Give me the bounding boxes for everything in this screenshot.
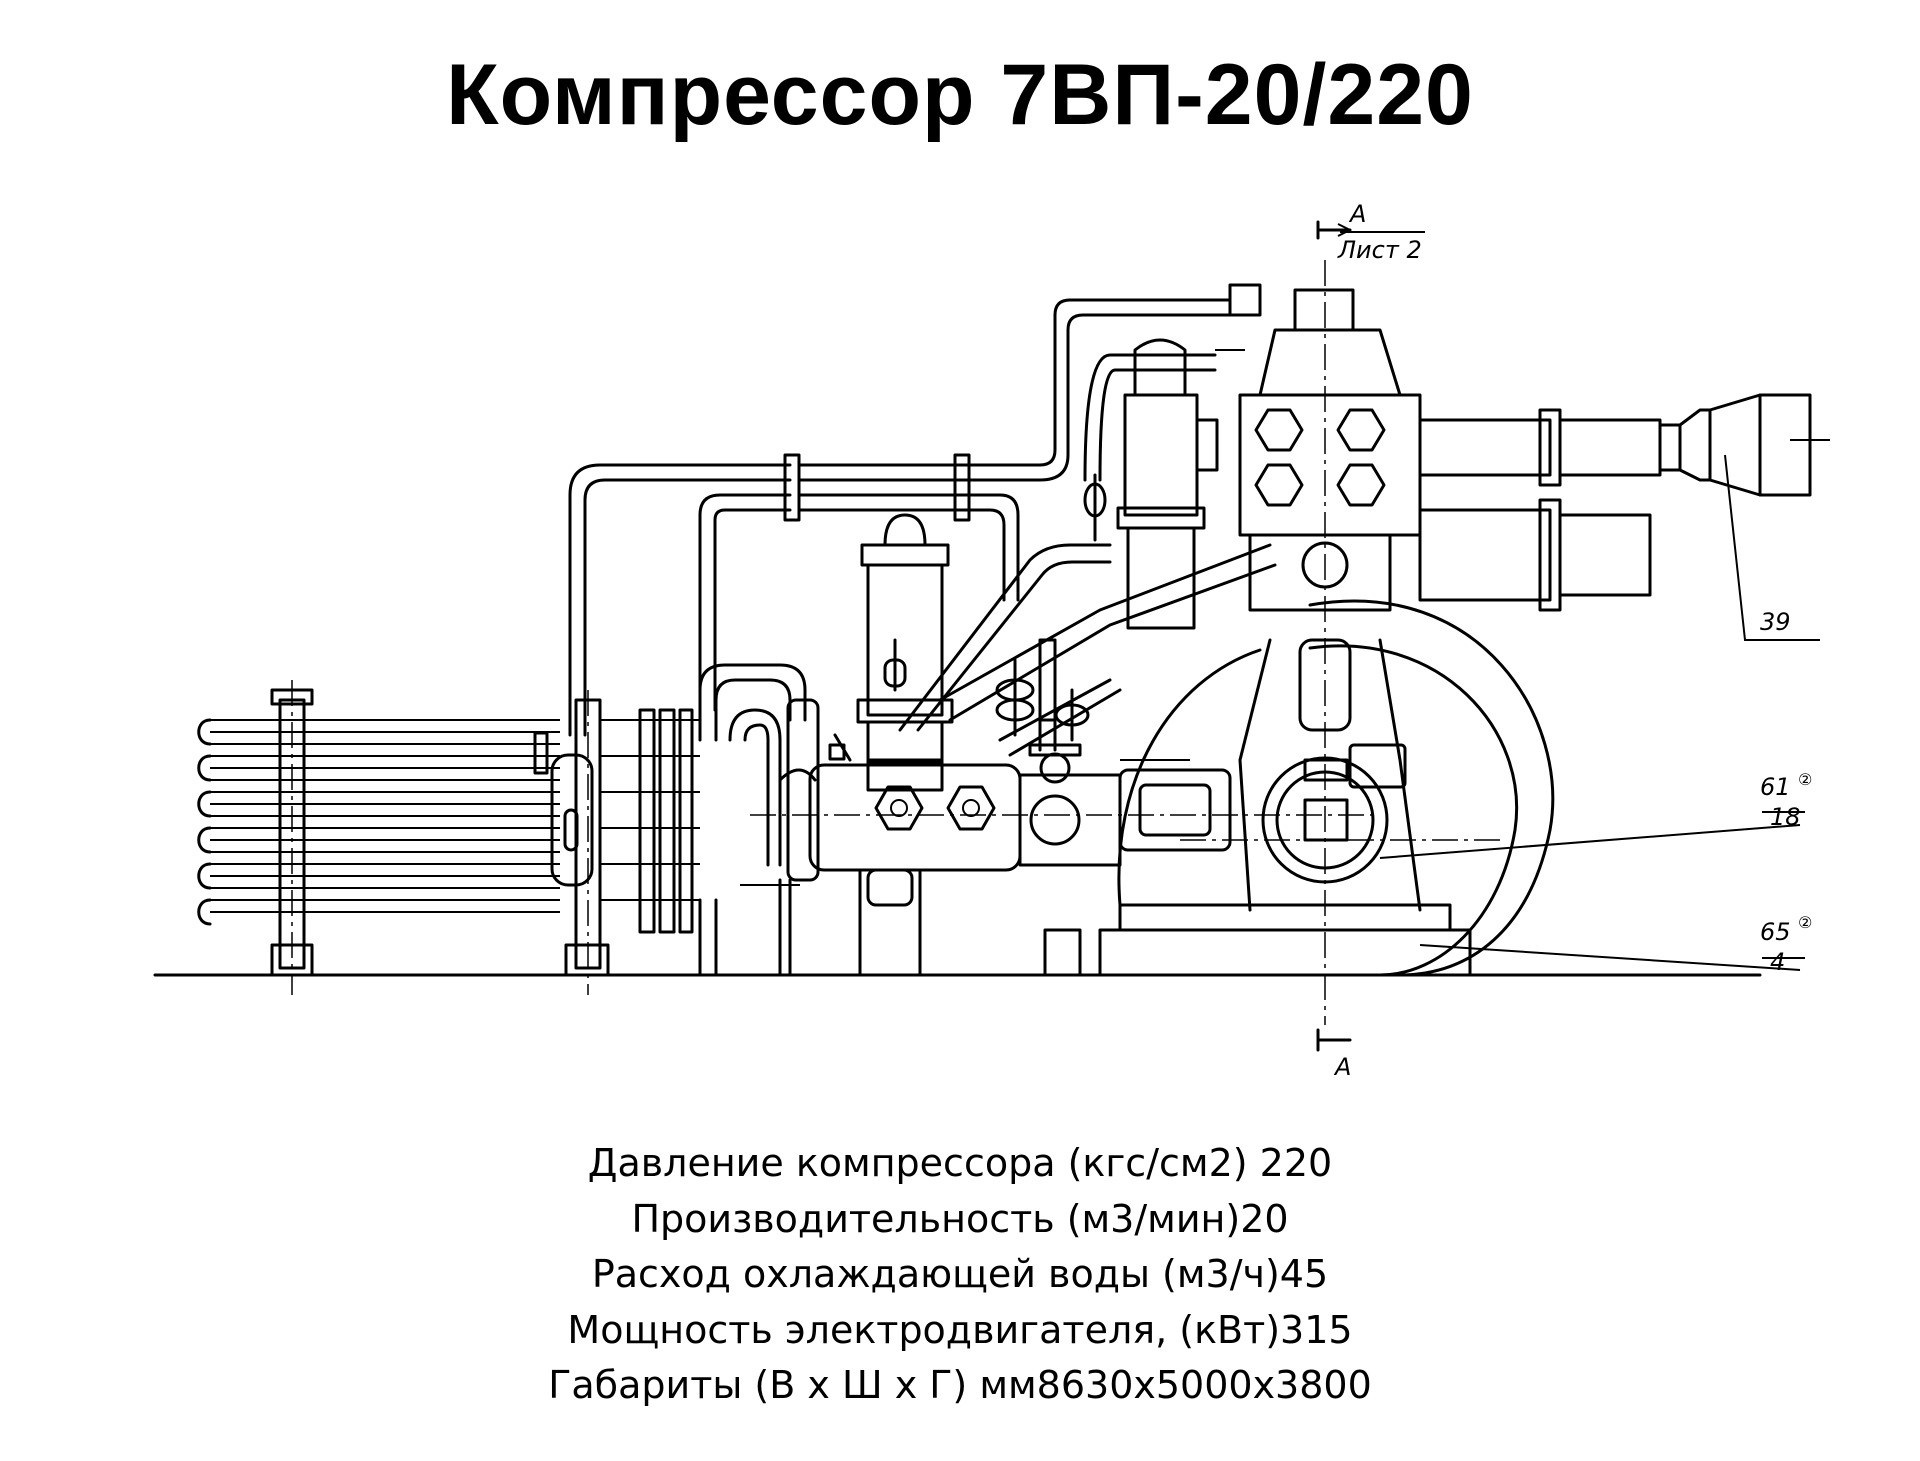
- diagonal-pipes: [898, 543, 1277, 757]
- page-title: Компрессор 7ВП-20/220: [446, 47, 1474, 143]
- section-mark-bottom-letter: А: [1333, 1053, 1351, 1081]
- callout-4: 4: [1770, 948, 1785, 976]
- callout-65: 65: [1760, 918, 1791, 946]
- valve-fittings: [828, 473, 1107, 762]
- spec-pressure: Давление компрессора (кгс/см2) 220: [587, 1141, 1333, 1185]
- gas-cooler: [197, 688, 700, 977]
- section-mark-top-letter: А: [1348, 200, 1366, 228]
- section-sheet-label: Лист 2: [1337, 236, 1422, 264]
- spec-dimensions: Габариты (В х Ш х Г) мм8630х5000х3800: [548, 1363, 1372, 1407]
- upper-block: [1116, 283, 1422, 630]
- right-cylinder: [1418, 393, 1830, 612]
- section-mark-bottom: А: [1316, 1028, 1352, 1081]
- spec-motor-power: Мощность электродвигателя, (кВт)315: [567, 1307, 1353, 1352]
- callout-18: 18: [1770, 803, 1801, 831]
- piping: [568, 298, 1232, 737]
- horizontal-cylinder: [740, 743, 1122, 977]
- frame-and-flywheel: [1098, 599, 1555, 977]
- spec-water-flow: Расход охлаждающей воды (м3/ч)45: [591, 1252, 1329, 1296]
- section-mark-top: А Лист 2: [1316, 200, 1425, 264]
- callout-65-sup: ②: [1798, 913, 1812, 932]
- callout-leaders: [1379, 454, 1820, 971]
- middle-cylinder: [856, 513, 954, 792]
- callout-61: 61: [1760, 773, 1791, 801]
- spec-capacity: Производительность (м3/мин)20: [631, 1196, 1289, 1241]
- callout-39: 39: [1760, 608, 1791, 636]
- specifications: Давление компрессора (кгс/см2) 220 Произ…: [0, 1136, 1920, 1414]
- callout-61-sup: ②: [1798, 770, 1812, 789]
- lower-pipe-loops: [698, 663, 820, 977]
